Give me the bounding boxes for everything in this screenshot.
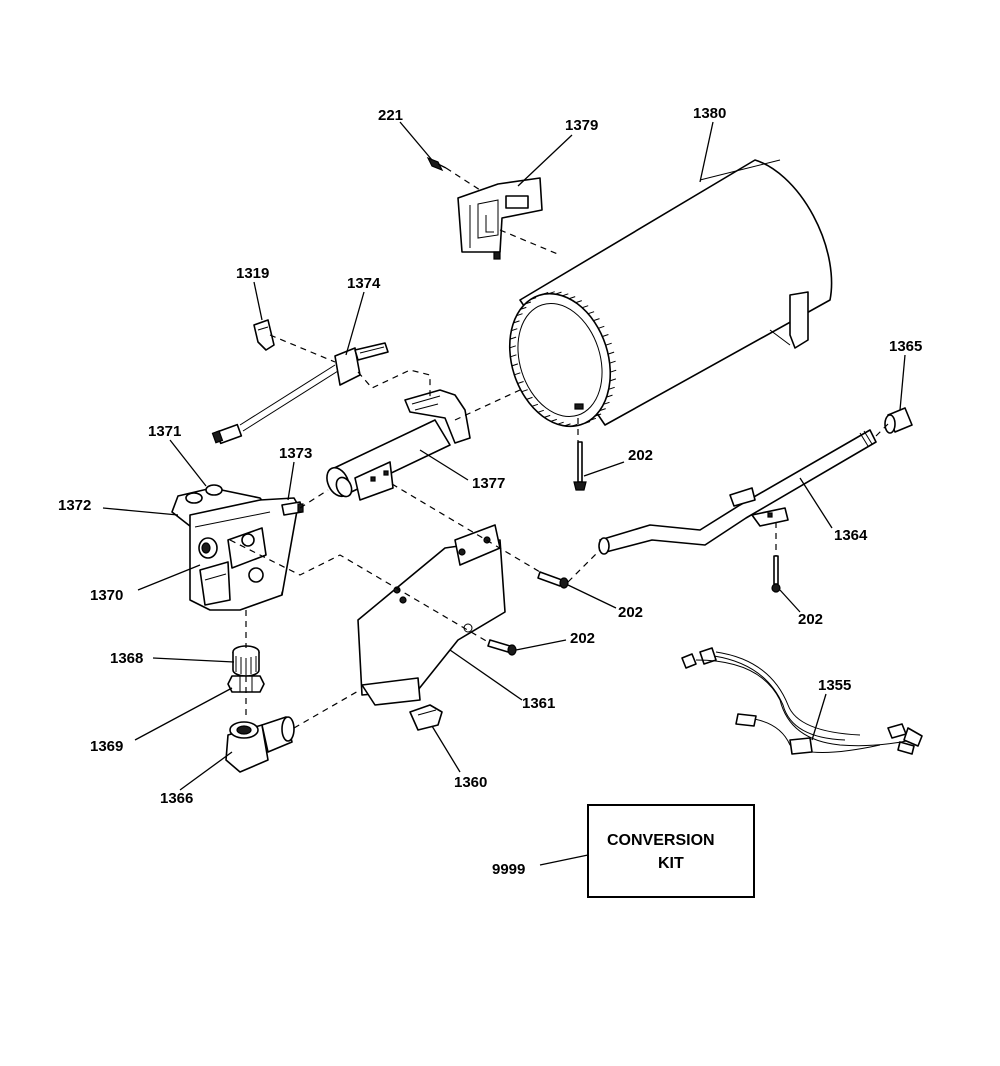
drum-hatch-mark <box>537 409 544 413</box>
fitting-1368 <box>232 645 260 677</box>
callout-1373: 1373 <box>279 445 312 462</box>
leader-lines <box>102 121 906 866</box>
callout-1360: 1360 <box>454 774 487 791</box>
callout-1355: 1355 <box>818 677 851 694</box>
drum-hatch-mark <box>605 342 612 346</box>
drum-hatch-mark <box>555 291 562 295</box>
callout-1365: 1365 <box>889 338 922 355</box>
callout-1380: 1380 <box>693 105 726 122</box>
drum-hatch-mark <box>589 417 597 421</box>
screw-202-drum <box>573 441 587 491</box>
clip-1360 <box>409 704 443 731</box>
drum-hatch-mark <box>602 334 609 337</box>
assembly-lines <box>229 167 889 729</box>
callout-1379: 1379 <box>565 117 598 134</box>
drum-hatch-mark <box>599 408 606 412</box>
drum-hatch-mark <box>606 394 613 398</box>
drum-hatch-mark <box>593 318 600 322</box>
callout-1366: 1366 <box>160 790 193 807</box>
drum-hatch-mark <box>516 313 523 317</box>
drum-hatch-mark <box>594 413 602 417</box>
callout-202-plate-b: 202 <box>570 630 595 647</box>
conversion-kit-box: CONVERSION KIT <box>587 804 755 898</box>
gas-valve-1370 <box>171 484 304 611</box>
drum-hatch-mark <box>569 296 576 300</box>
burner-drum-1380 <box>508 159 833 428</box>
drum-hatch-mark <box>607 351 615 355</box>
drum-hatch-mark <box>526 396 533 400</box>
drum-hatch-mark <box>548 291 555 295</box>
drum-hatch-mark <box>509 336 517 340</box>
conversion-kit-line2: KIT <box>658 855 684 872</box>
drum-hatch-mark <box>514 372 521 376</box>
drum-hatch-mark <box>575 300 582 304</box>
burner-tube-1377 <box>326 389 471 501</box>
screw-202-plate-b <box>487 639 517 656</box>
drum-hatch-mark <box>529 297 537 301</box>
drum-hatch-mark <box>587 311 595 315</box>
drum-hatch-mark <box>520 306 527 310</box>
screw-202-pipe <box>771 555 781 593</box>
mounting-plate-1361 <box>357 524 506 706</box>
drum-hatch-mark <box>609 378 617 382</box>
callout-1319: 1319 <box>236 265 269 282</box>
drum-hatch-mark <box>550 418 557 422</box>
drum-hatch-mark <box>531 403 539 407</box>
drum-hatch-mark <box>511 328 518 332</box>
screw-202-plate-a <box>537 571 569 589</box>
drum-hatch-mark <box>598 325 605 329</box>
drum-hatch-mark <box>571 423 578 427</box>
drum-hatch-mark <box>521 389 528 393</box>
drum-hatch-mark <box>509 345 516 349</box>
drum-hatch-mark <box>583 421 591 424</box>
drum-hatch-mark <box>582 305 589 309</box>
callout-221: 221 <box>378 107 403 124</box>
orifice-cap-1365 <box>884 407 913 434</box>
callout-202-plate-a: 202 <box>618 604 643 621</box>
drum-hatch-mark <box>535 294 543 297</box>
drum-hatch-mark <box>610 369 617 373</box>
drum-hatch-mark <box>603 401 610 405</box>
igniter-1374 <box>211 342 389 445</box>
drum-hatch-mark <box>577 423 584 426</box>
conversion-kit-line1: CONVERSION <box>607 832 715 849</box>
elbow-1366 <box>225 716 295 773</box>
drum-hatch-mark <box>544 414 551 418</box>
callout-1361: 1361 <box>522 695 555 712</box>
drum-hatch-mark <box>542 292 549 295</box>
screw-221 <box>426 156 447 172</box>
drum-hatch-mark <box>511 363 519 367</box>
callout-1369: 1369 <box>90 738 123 755</box>
drum-hatch-mark <box>510 354 517 358</box>
callout-1368: 1368 <box>110 650 143 667</box>
drum-hatch-mark <box>513 320 520 324</box>
drum-hatch-mark <box>517 381 524 384</box>
callout-1364: 1364 <box>834 527 868 544</box>
wire-harness-1355 <box>681 647 923 755</box>
callout-labels: 221 1379 1380 1319 1374 1365 1371 1373 1… <box>58 105 922 878</box>
callout-202-pipe: 202 <box>798 611 823 628</box>
drum-hatch-mark <box>564 423 571 427</box>
drum-hatch-mark <box>524 301 532 305</box>
callout-1370: 1370 <box>90 587 123 604</box>
drum-hatch-mark <box>557 421 564 425</box>
bracket-1379 <box>457 177 543 260</box>
drum-hatch-mark <box>562 293 569 297</box>
callout-1377: 1377 <box>472 475 505 492</box>
clip-1319 <box>253 319 275 351</box>
drum-hatch-mark <box>609 360 616 364</box>
callout-9999: 9999 <box>492 861 525 878</box>
callout-1372: 1372 <box>58 497 91 514</box>
callout-1371: 1371 <box>148 423 181 440</box>
manifold-pipe-1364 <box>598 429 877 555</box>
callout-1374: 1374 <box>347 275 381 292</box>
drum-hatch-mark <box>608 386 615 390</box>
nut-1369 <box>227 675 265 693</box>
callout-202-drum: 202 <box>628 447 653 464</box>
